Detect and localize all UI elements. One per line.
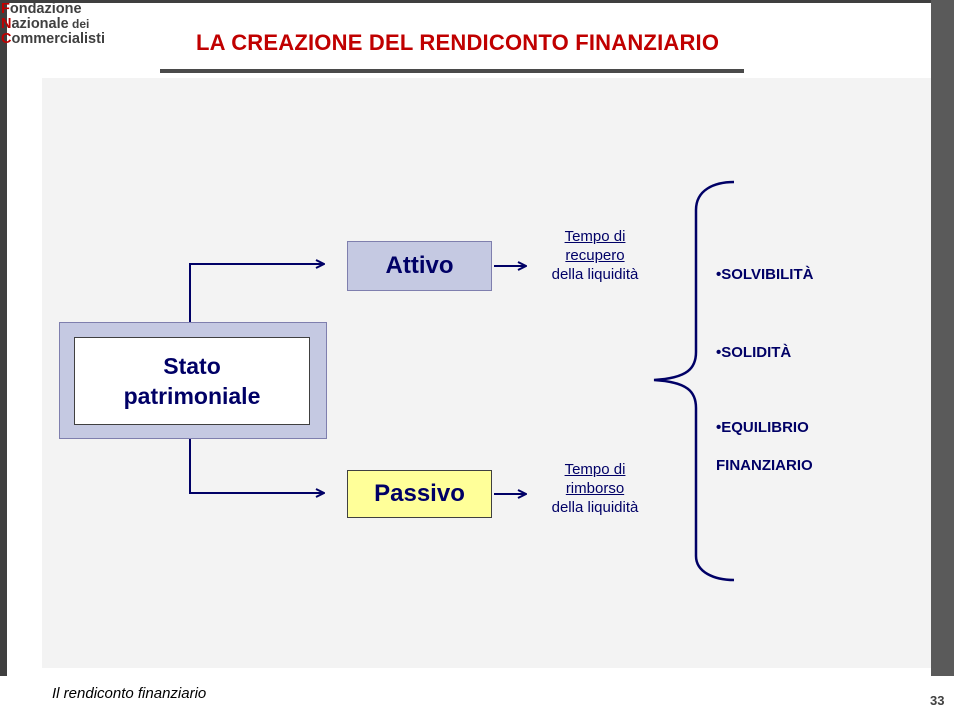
stato-patrimoniale-box: Stato patrimoniale [74, 337, 310, 425]
tempo-recupero-line-1: Tempo di [564, 228, 626, 245]
logo-word-dei: dei [68, 17, 90, 31]
stato-label-line-1: Stato [163, 353, 221, 379]
passivo-box: Passivo [347, 470, 492, 518]
frame-right [931, 0, 954, 676]
attivo-box: Attivo [347, 241, 492, 291]
logo-line-3: Commercialisti [1, 32, 105, 47]
tempo-rimborso-line-2: rimborso [565, 480, 625, 497]
tempo-rimborso-line-3: della liquidità [551, 499, 639, 516]
tempo-recupero-line-2: recupero [565, 247, 625, 264]
slide-title: LA CREAZIONE DEL RENDICONTO FINANZIARIO [196, 30, 720, 55]
logo: Fondazione Nazionale dei Commercialisti [1, 2, 105, 47]
logo-word-1: ondazione [9, 1, 82, 17]
logo-cap-n: N [1, 16, 12, 32]
tempo-recupero-text: Tempo di recupero della liquidità [525, 227, 665, 284]
tempo-recupero-line-3: della liquidità [551, 266, 639, 283]
connector-to-attivo [189, 264, 324, 322]
logo-line-1: Fondazione [1, 2, 105, 17]
logo-cap-f: F [1, 1, 10, 17]
tempo-rimborso-line-1: Tempo di [564, 461, 626, 478]
page-number: 33 [930, 693, 945, 708]
curly-brace [653, 180, 735, 582]
logo-line-2: Nazionale dei [1, 17, 105, 32]
logo-word-3: ommercialisti [11, 31, 105, 47]
item-finanziario: FINANZIARIO [716, 457, 813, 474]
frame-top [0, 0, 954, 3]
logo-cap-c: C [1, 31, 12, 47]
item-solidita: •SOLIDITÀ [716, 344, 792, 361]
stato-label-line-2: patrimoniale [123, 383, 261, 409]
item-equilibrio: •EQUILIBRIO [716, 419, 809, 436]
connector-to-passivo [189, 439, 324, 493]
tempo-rimborso-text: Tempo di rimborso della liquidità [525, 460, 665, 517]
logo-word-2: azionale [11, 16, 69, 32]
item-solvibilita: •SOLVIBILITÀ [716, 266, 814, 283]
frame-left [0, 0, 7, 676]
title-underline [160, 69, 744, 73]
footer-text: Il rendiconto finanziario [52, 685, 207, 702]
